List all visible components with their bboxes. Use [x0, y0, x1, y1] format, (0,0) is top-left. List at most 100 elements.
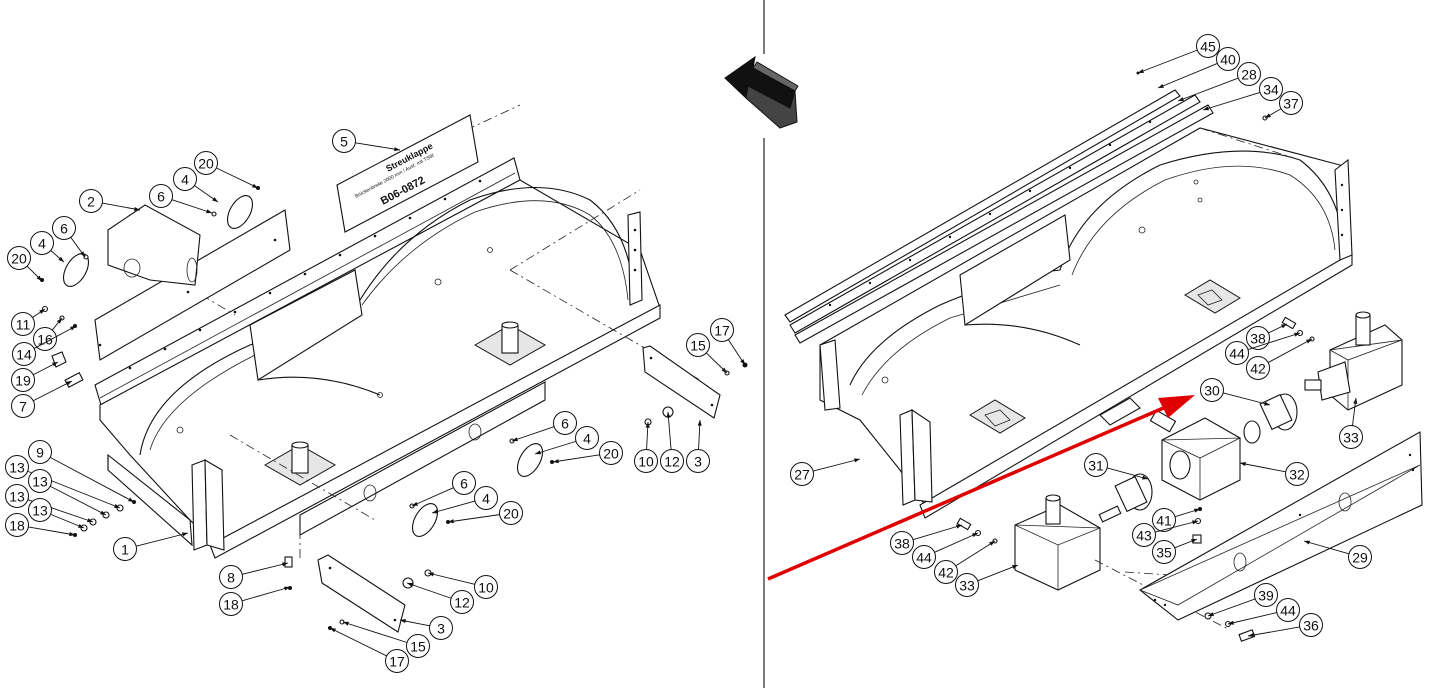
callout-leader — [171, 199, 213, 214]
callout-bubble — [912, 545, 936, 569]
callout-bubble — [934, 560, 958, 584]
callout-arrowhead — [1142, 475, 1148, 480]
callout-30: 30 — [1200, 378, 1271, 406]
callout-15: 15 — [686, 333, 728, 374]
callout-label: 19 — [15, 373, 31, 389]
callout-leader — [49, 457, 135, 503]
callout-leader — [33, 380, 73, 402]
callout-bubble — [890, 531, 914, 555]
callout-leader — [242, 562, 289, 575]
callout-leader — [216, 167, 259, 189]
callout-label: 37 — [1283, 96, 1299, 112]
callout-17: 17 — [329, 627, 409, 673]
callout-bubble — [1237, 62, 1261, 86]
callout-label: 2 — [87, 194, 95, 210]
callout-36: 36 — [1247, 613, 1323, 638]
callout-bubble — [385, 649, 409, 673]
callout-5: 5 — [332, 129, 401, 153]
callout-leader — [33, 325, 77, 349]
callout-bubble — [790, 462, 814, 486]
callout-20: 20 — [552, 441, 623, 465]
callout-bubble — [28, 498, 52, 522]
callout-12: 12 — [660, 411, 684, 473]
callout-33: 33 — [1339, 397, 1363, 449]
red-indicator-arrow — [767, 395, 1195, 581]
callout-label: 10 — [638, 454, 654, 470]
callout-28: 28 — [1177, 62, 1261, 102]
callout-label: 12 — [664, 454, 680, 470]
callout-label: 4 — [38, 236, 46, 252]
callout-leader — [1303, 540, 1350, 555]
callout-4: 4 — [534, 426, 599, 455]
callout-arrowhead — [400, 619, 406, 624]
callout-14: 14 — [12, 325, 77, 366]
callout-4: 4 — [431, 486, 498, 514]
callout-33: 33 — [955, 564, 1019, 597]
callout-arrowhead — [284, 586, 290, 591]
callout-bubble — [1152, 508, 1176, 532]
callout-bubble — [575, 426, 599, 450]
callout-bubble — [33, 327, 57, 351]
callout-9: 9 — [28, 440, 135, 503]
callout-bubble — [1279, 91, 1303, 115]
callout-arrowhead — [1228, 620, 1234, 625]
callout-4: 4 — [30, 231, 65, 263]
callout-bubble — [499, 501, 523, 525]
callout-label: 4 — [583, 431, 591, 447]
callout-arrowhead — [70, 326, 76, 331]
callout-bubble — [1152, 540, 1176, 564]
callout-label: 13 — [9, 460, 25, 476]
callout-arrowhead — [1158, 83, 1164, 88]
callout-arrowhead — [36, 275, 42, 281]
callout-bubble — [1339, 425, 1363, 449]
callout-arrowhead — [1191, 539, 1197, 543]
callout-13: 13 — [28, 498, 85, 529]
callout-label: 13 — [32, 474, 48, 490]
callout-29: 29 — [1303, 540, 1372, 569]
callout-bubble — [1216, 47, 1240, 71]
callout-label: 40 — [1220, 52, 1236, 68]
callout-arrowhead — [1265, 113, 1271, 118]
callout-arrowhead — [182, 532, 188, 537]
callout-leader — [50, 485, 107, 516]
callout-45: 45 — [1137, 34, 1220, 74]
callout-4: 4 — [173, 167, 219, 203]
callout-arrowhead — [1138, 69, 1144, 73]
direction-arrow-icon — [724, 55, 799, 129]
callout-42: 42 — [1246, 338, 1313, 380]
callout-leader — [1239, 462, 1286, 473]
callout-label: 8 — [227, 570, 235, 586]
callout-arrowhead — [80, 251, 85, 257]
callout-43: 43 — [1132, 520, 1199, 547]
callout-38: 38 — [1246, 323, 1288, 350]
callout-bubble — [429, 616, 453, 640]
callout-arrowhead — [989, 541, 995, 546]
callout-arrowhead — [52, 362, 58, 367]
callout-8: 8 — [219, 562, 289, 589]
callout-arrowhead — [1353, 398, 1358, 404]
callout-bubble — [11, 394, 35, 418]
callout-leader — [342, 621, 408, 643]
callout-leader — [50, 513, 85, 529]
callout-label: 29 — [1352, 550, 1368, 566]
callout-label: 34 — [1263, 82, 1279, 98]
callout-arrowhead — [553, 459, 559, 464]
callout-15: 15 — [342, 621, 430, 658]
left-housing-assembly — [94, 104, 701, 560]
callout-leader — [934, 532, 979, 553]
callout-6: 6 — [52, 216, 86, 258]
callout-18: 18 — [219, 586, 291, 616]
callout-arrowhead — [69, 532, 75, 537]
callout-leader — [1247, 332, 1301, 350]
callout-leader — [411, 487, 454, 507]
callout-label: 15 — [690, 338, 706, 354]
callout-arrowhead — [956, 524, 962, 529]
callout-leader — [552, 454, 600, 463]
callout-2: 2 — [79, 189, 141, 213]
callout-bubble — [12, 342, 36, 366]
callout-bubble — [1246, 356, 1270, 380]
callout-bubble — [11, 312, 35, 336]
callout-leader — [136, 532, 189, 547]
callout-label: 5 — [340, 134, 348, 150]
callout-44: 44 — [912, 532, 979, 569]
